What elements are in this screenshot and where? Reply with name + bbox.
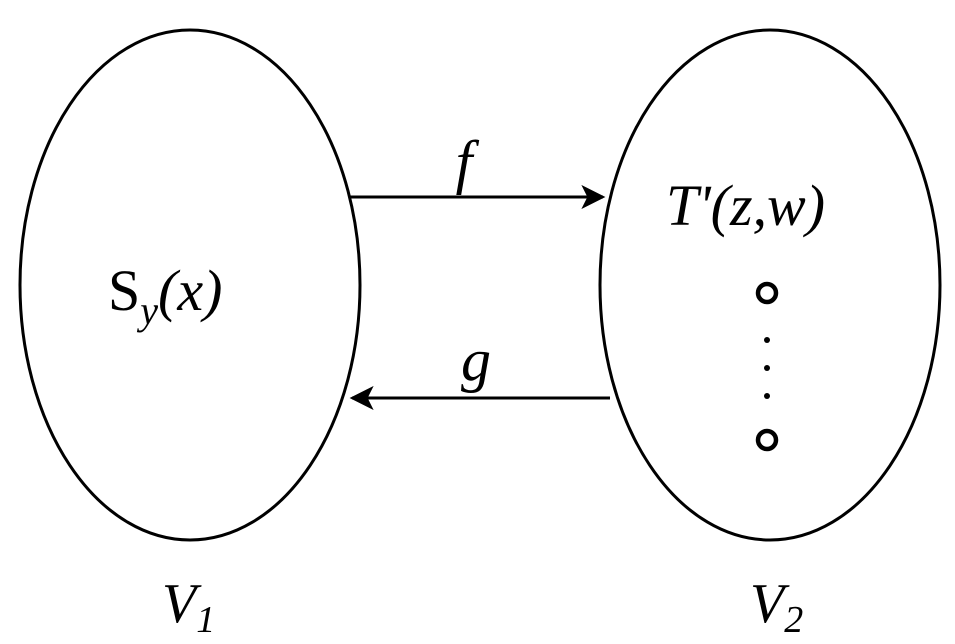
bottom-element-circle (755, 428, 779, 452)
ellipsis-dot (764, 365, 770, 371)
ellipsis-dot (764, 337, 770, 343)
left-set-ellipse (18, 28, 362, 542)
backward-arrow-label: g (461, 327, 491, 393)
left-set-content: Sy(x) (108, 258, 222, 333)
right-set-content: T'(z,w) (666, 173, 825, 238)
top-element-circle (755, 281, 779, 305)
forward-arrow-label: f (456, 129, 480, 195)
left-set-name: V1 (162, 573, 215, 641)
right-set-name: V2 (750, 573, 803, 641)
right-set-ellipse (598, 28, 942, 542)
ellipsis-dot (764, 393, 770, 399)
